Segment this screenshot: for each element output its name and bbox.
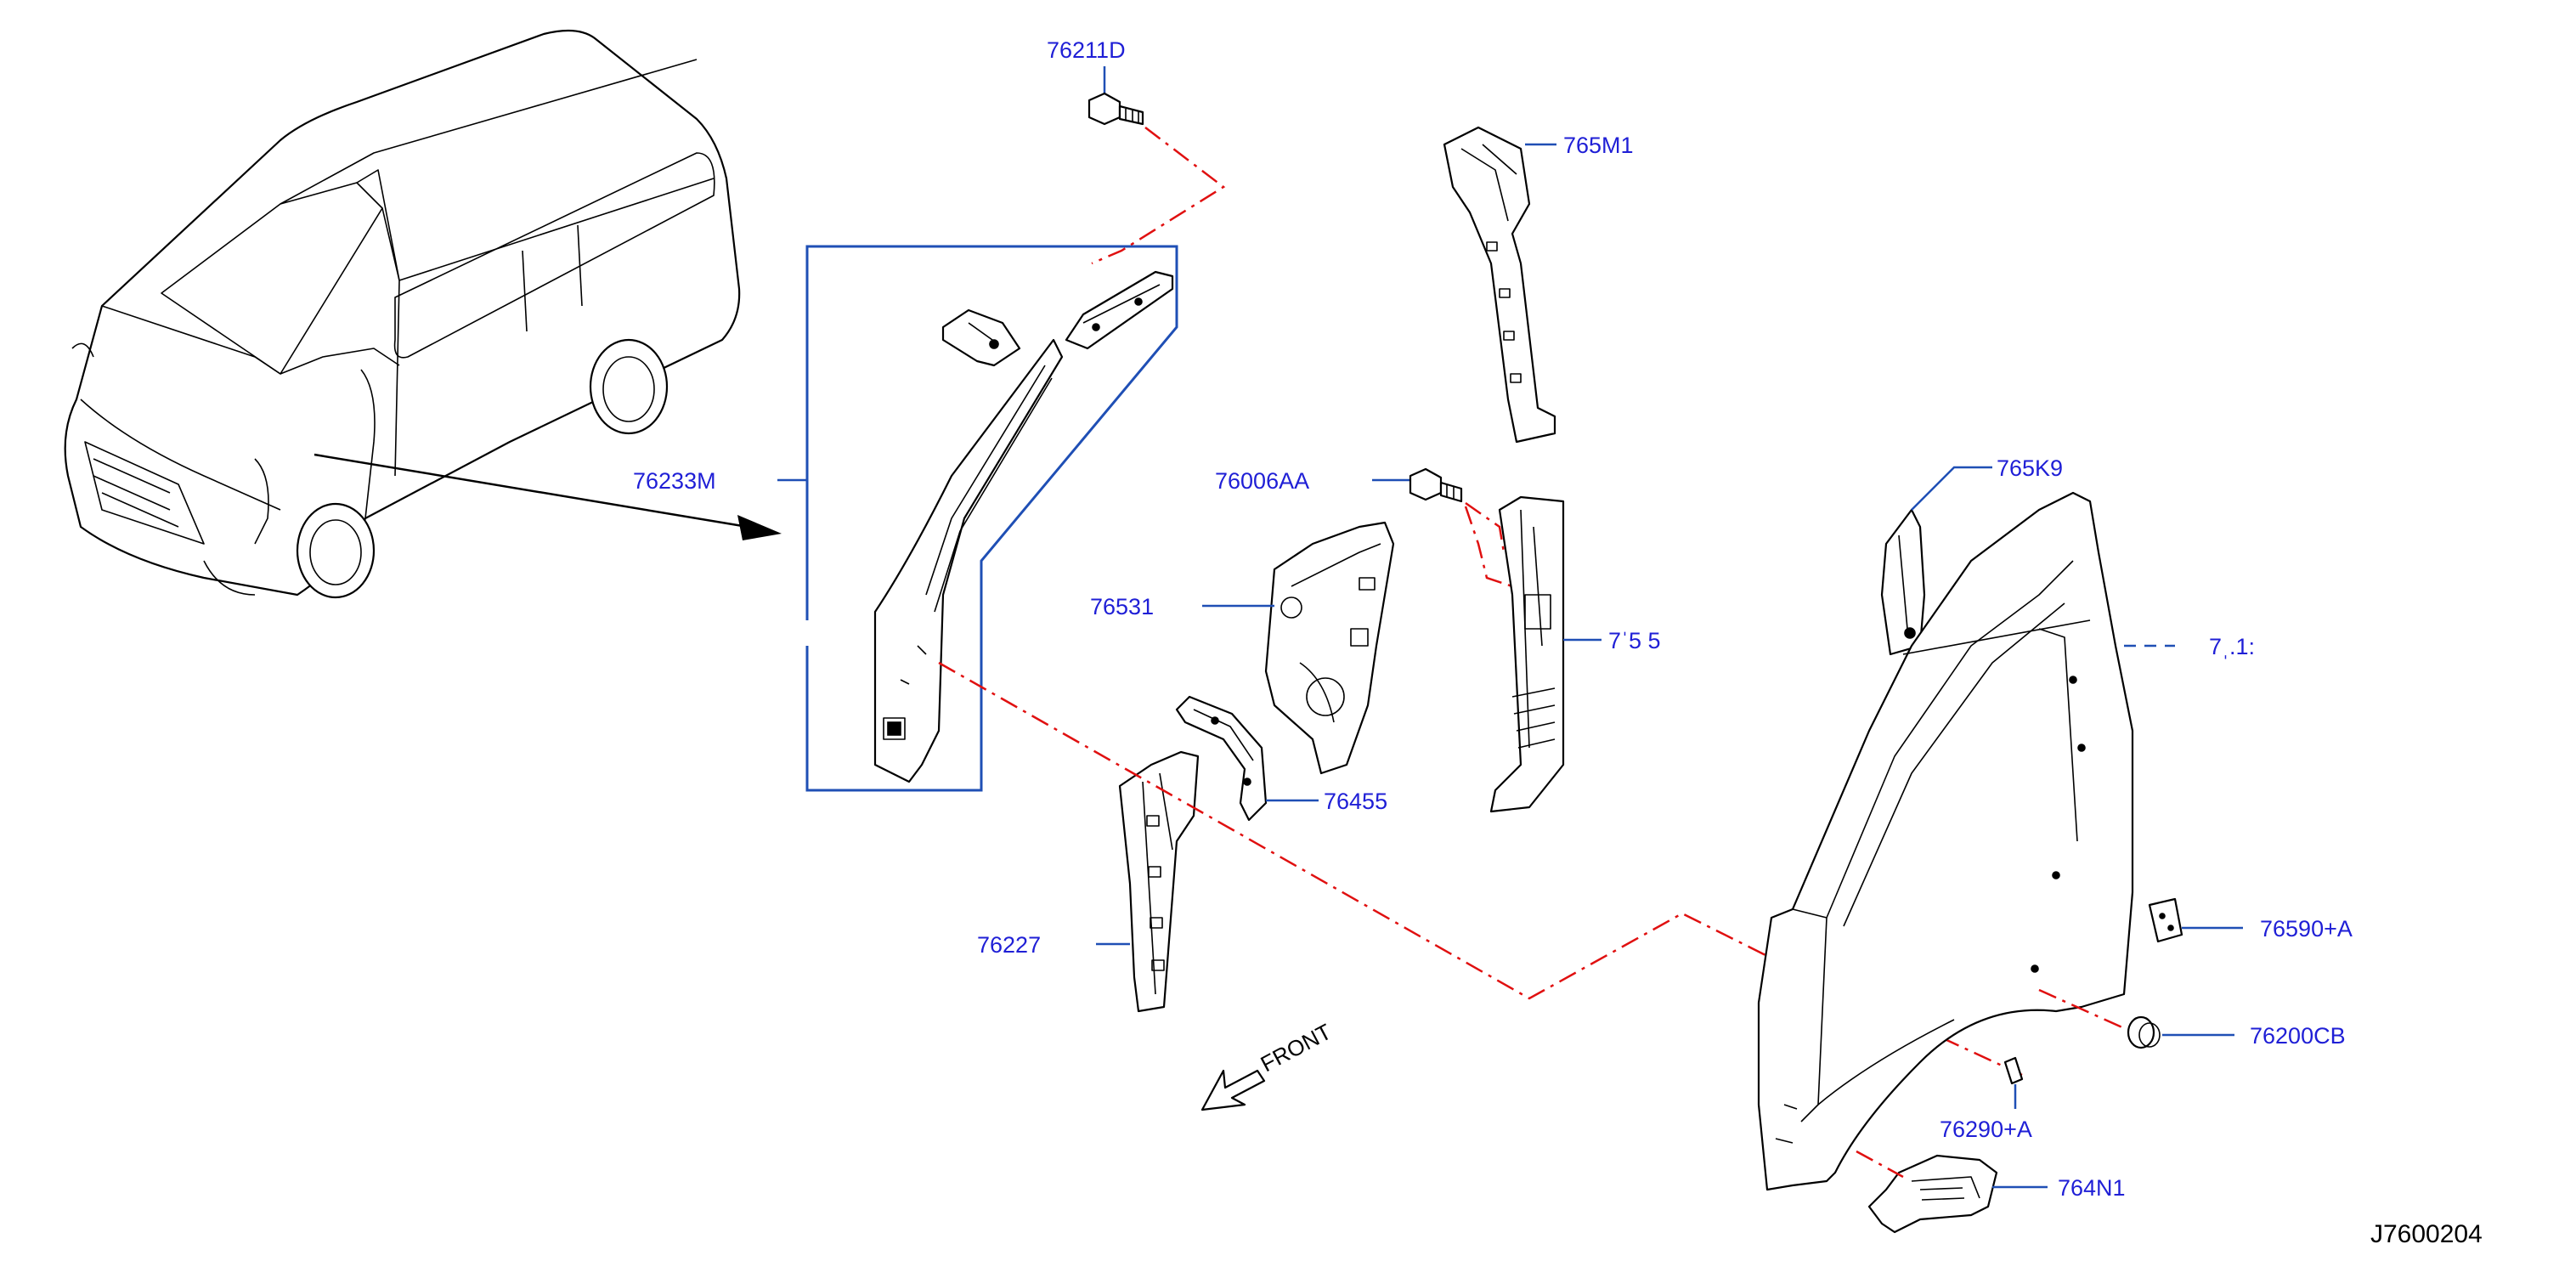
label-76227: 76227 — [977, 932, 1041, 958]
panel-76531 — [1202, 521, 1395, 775]
label-764N1: 764N1 — [2058, 1175, 2126, 1201]
label-76531: 76531 — [1090, 594, 1154, 619]
label-76006AA: 76006AA — [1215, 468, 1309, 494]
assembly-box-76233M — [777, 245, 1178, 792]
outer-body-panel — [1757, 491, 2175, 1191]
grommet-76200CB — [2038, 988, 2234, 1049]
label-76590A: 76590+A — [2260, 916, 2353, 942]
drawing-code: J7600204 — [2370, 1220, 2483, 1248]
reinforcement-76227 — [1096, 750, 1200, 1013]
label-76200CB: 76200CB — [2250, 1023, 2346, 1049]
bolt-76006AA — [1372, 467, 1522, 588]
van-illustration — [64, 29, 782, 599]
bracket-76455 — [1175, 695, 1319, 822]
label-76455: 76455 — [1324, 789, 1387, 814]
label-76233M: 76233M — [633, 468, 716, 494]
label-76211D: 76211D — [1047, 37, 1126, 63]
label-partial-center: 7ˈ5 5 — [1608, 628, 1661, 653]
clip-76590A — [2148, 897, 2243, 943]
reinforcement-765K9 — [1880, 466, 1992, 656]
label-765M1: 765M1 — [1563, 133, 1634, 158]
pillar-part-76233M — [873, 270, 1174, 783]
bolt-76211D — [1087, 66, 1226, 265]
label-765K9: 765K9 — [1997, 455, 2063, 481]
label-76290A: 76290+A — [1940, 1117, 2032, 1142]
front-indicator — [1200, 1069, 1266, 1111]
reinforcement-765M1 — [1443, 126, 1556, 444]
front-label: FRONT — [1257, 1019, 1336, 1077]
bracket-764N1 — [1856, 1150, 2048, 1234]
label-partial-right: 7ˌ.1: — [2209, 634, 2255, 659]
pillar-inner-center — [1489, 495, 1602, 813]
clip-76290A — [2003, 1056, 2024, 1109]
